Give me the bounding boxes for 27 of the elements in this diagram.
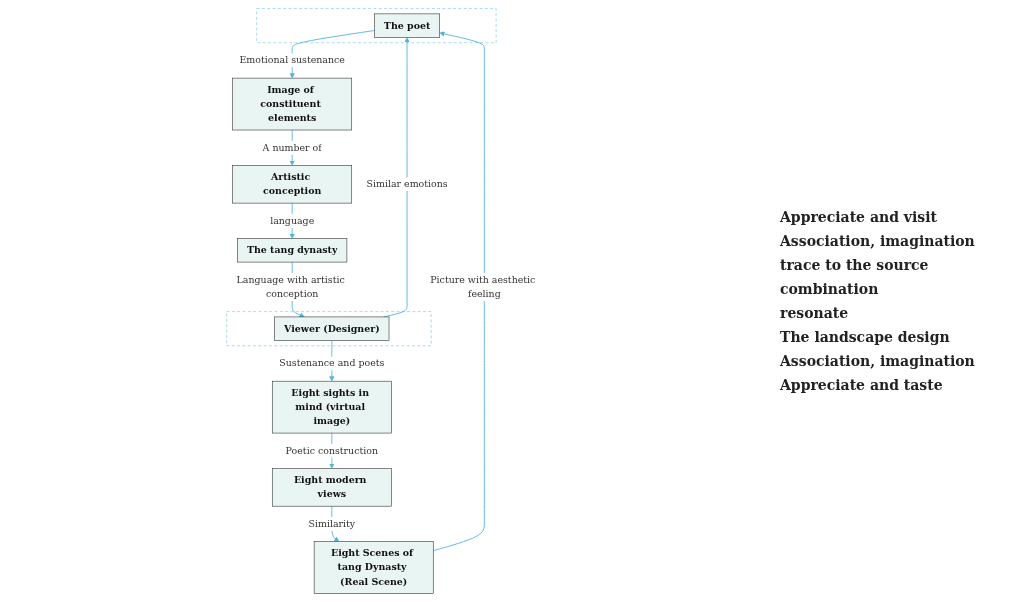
edge-label: Similar emotions: [366, 178, 448, 190]
note-text: trace to the source: [780, 257, 930, 273]
edge-label: Picture with aesthetic feeling: [430, 273, 536, 300]
edge-label: Emotional sustenance: [239, 54, 345, 66]
edge-label: Similarity: [308, 517, 356, 530]
node-box: Eight Scenes of tang Dynasty (Real Scene): [313, 541, 434, 594]
node-box: The poet: [374, 13, 440, 38]
note-text: Association, imagination: [780, 353, 976, 369]
note-text: The landscape design: [780, 329, 951, 345]
edge-label: language: [270, 214, 315, 227]
node-box: Eight modern views: [272, 468, 392, 507]
node-box: Artistic conception: [232, 165, 353, 204]
edge-label: Sustenance and poets: [279, 357, 385, 369]
node-box: Image of constituent elements: [232, 77, 353, 131]
edge-label: Poetic construction: [285, 444, 379, 457]
note-text: Appreciate and visit: [780, 209, 938, 225]
edge-label: A number of: [262, 141, 322, 154]
note-text: combination: [780, 281, 880, 297]
note-text: Association, imagination: [780, 233, 976, 249]
node-box: The tang dynasty: [237, 238, 348, 263]
note-text: resonate: [780, 305, 850, 321]
cluster: [226, 311, 432, 347]
node-box: Eight sights in mind (virtual image): [272, 380, 392, 434]
cluster: [256, 8, 497, 44]
note-text: Appreciate and taste: [780, 377, 944, 393]
node-box: Viewer (Designer): [274, 316, 390, 341]
edge-label: Language with artistic conception: [236, 273, 345, 300]
